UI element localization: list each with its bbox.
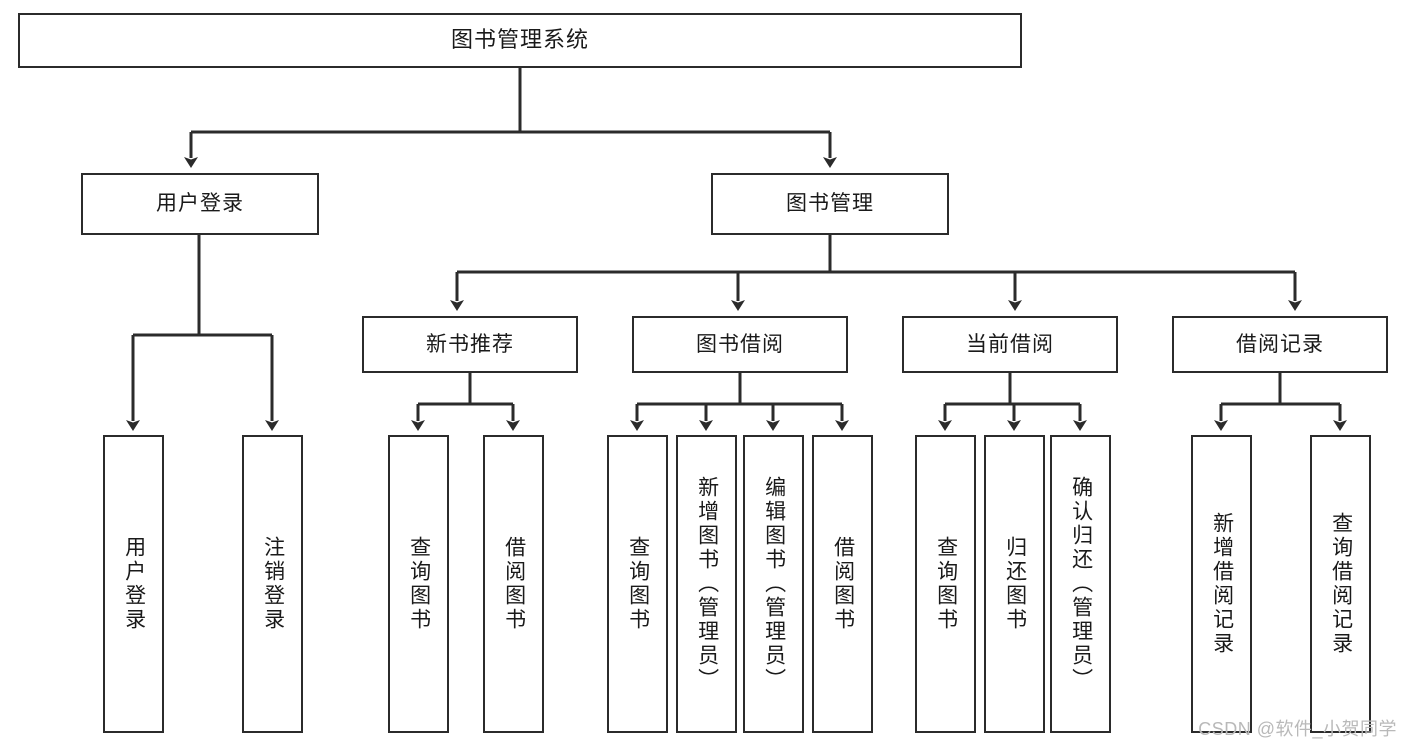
node-label: 新增图书（管理员） (695, 476, 719, 692)
leaf-records-query-record[interactable]: 查询借阅记录 (1310, 435, 1371, 733)
leaf-user-login-login[interactable]: 用户登录 (103, 435, 164, 733)
node-label: 新增借阅记录 (1210, 512, 1234, 656)
node-label: 用户登录 (156, 192, 244, 216)
node-label: 图书借阅 (696, 332, 784, 356)
node-label: 新书推荐 (426, 332, 514, 356)
node-label: 图书管理系统 (450, 27, 589, 53)
node-label: 当前借阅 (966, 332, 1054, 356)
node-label: 借阅记录 (1236, 332, 1324, 356)
leaf-current-return-book[interactable]: 归还图书 (984, 435, 1045, 733)
node-label: 查询图书 (626, 536, 650, 632)
leaf-current-confirm-return[interactable]: 确认归还（管理员） (1050, 435, 1111, 733)
leaf-borrow-query-book[interactable]: 查询图书 (607, 435, 668, 733)
leaf-borrow-add-book[interactable]: 新增图书（管理员） (676, 435, 737, 733)
node-label: 注销登录 (261, 536, 285, 632)
node-label: 确认归还（管理员） (1069, 476, 1093, 692)
node-label: 查询图书 (407, 536, 431, 632)
leaf-current-query-book[interactable]: 查询图书 (915, 435, 976, 733)
node-root-system[interactable]: 图书管理系统 (18, 13, 1022, 68)
node-label: 编辑图书（管理员） (762, 476, 786, 692)
node-book-management[interactable]: 图书管理 (711, 173, 949, 235)
node-user-login[interactable]: 用户登录 (81, 173, 319, 235)
node-label: 归还图书 (1003, 536, 1027, 632)
node-label: 借阅图书 (831, 536, 855, 632)
node-label: 图书管理 (786, 192, 874, 216)
node-label: 查询图书 (934, 536, 958, 632)
node-new-book-recommend[interactable]: 新书推荐 (362, 316, 578, 373)
leaf-user-login-logout[interactable]: 注销登录 (242, 435, 303, 733)
node-label: 借阅图书 (502, 536, 526, 632)
node-label: 查询借阅记录 (1329, 512, 1353, 656)
leaf-borrow-borrow-book[interactable]: 借阅图书 (812, 435, 873, 733)
leaf-recommend-borrow-book[interactable]: 借阅图书 (483, 435, 544, 733)
csdn-watermark: CSDN @软件_小贺同学 (1198, 719, 1397, 739)
leaf-recommend-query-book[interactable]: 查询图书 (388, 435, 449, 733)
node-book-borrow[interactable]: 图书借阅 (632, 316, 848, 373)
node-label: 用户登录 (122, 536, 146, 632)
leaf-borrow-edit-book[interactable]: 编辑图书（管理员） (743, 435, 804, 733)
node-current-borrow[interactable]: 当前借阅 (902, 316, 1118, 373)
node-borrow-records[interactable]: 借阅记录 (1172, 316, 1388, 373)
leaf-records-add-record[interactable]: 新增借阅记录 (1191, 435, 1252, 733)
